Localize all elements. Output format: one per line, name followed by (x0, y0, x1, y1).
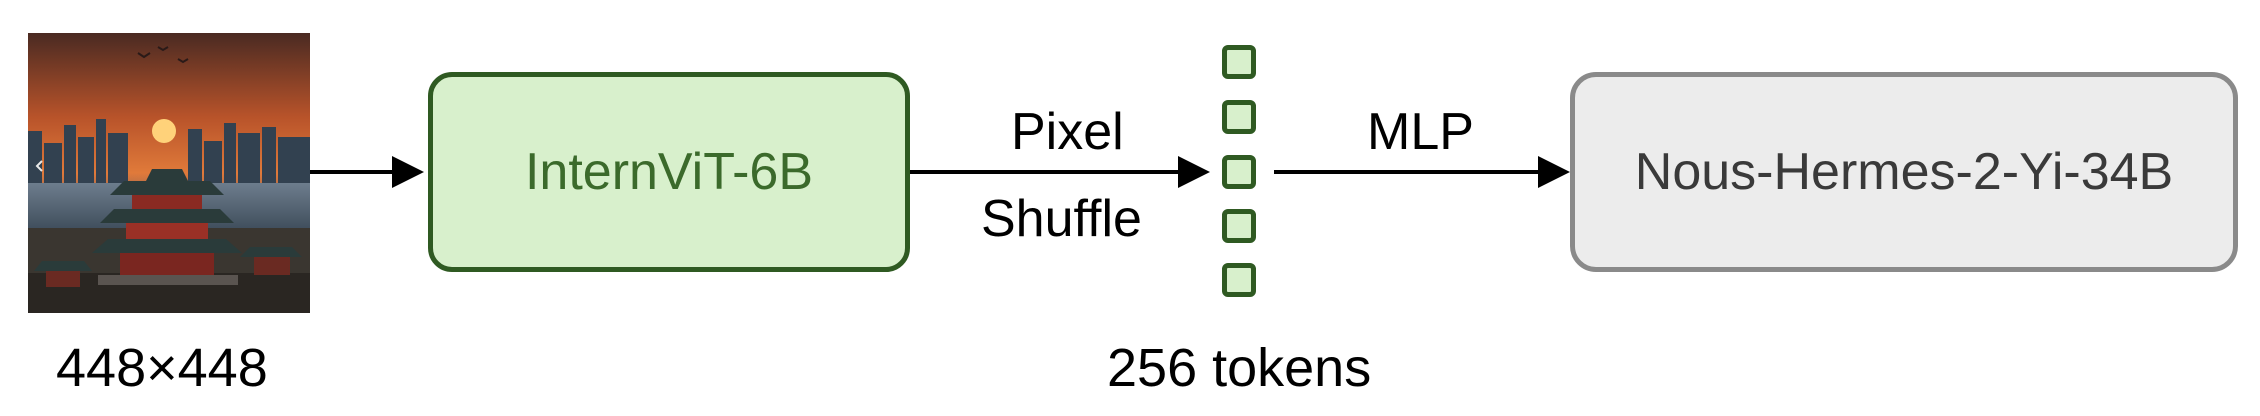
tokens-caption: 256 tokens (1107, 338, 1372, 398)
input-image-picture (28, 33, 310, 313)
token-square (1222, 263, 1256, 297)
image-size-caption: 448×448 (56, 338, 268, 398)
input-image (28, 33, 310, 313)
vision-encoder-label: InternViT-6B (524, 143, 814, 201)
pixel-shuffle-label-line1: Pixel (1011, 103, 1124, 161)
language-model-box: Nous-Hermes-2-Yi-34B (1570, 72, 2238, 272)
token-square (1222, 45, 1256, 79)
token-square (1222, 100, 1256, 134)
token-square (1222, 155, 1256, 189)
vision-encoder-box: InternViT-6B (428, 72, 910, 272)
token-square (1222, 209, 1256, 243)
pixel-shuffle-label-line2: Shuffle (981, 190, 1142, 248)
mlp-label: MLP (1367, 103, 1474, 161)
language-model-label: Nous-Hermes-2-Yi-34B (1634, 143, 2174, 201)
